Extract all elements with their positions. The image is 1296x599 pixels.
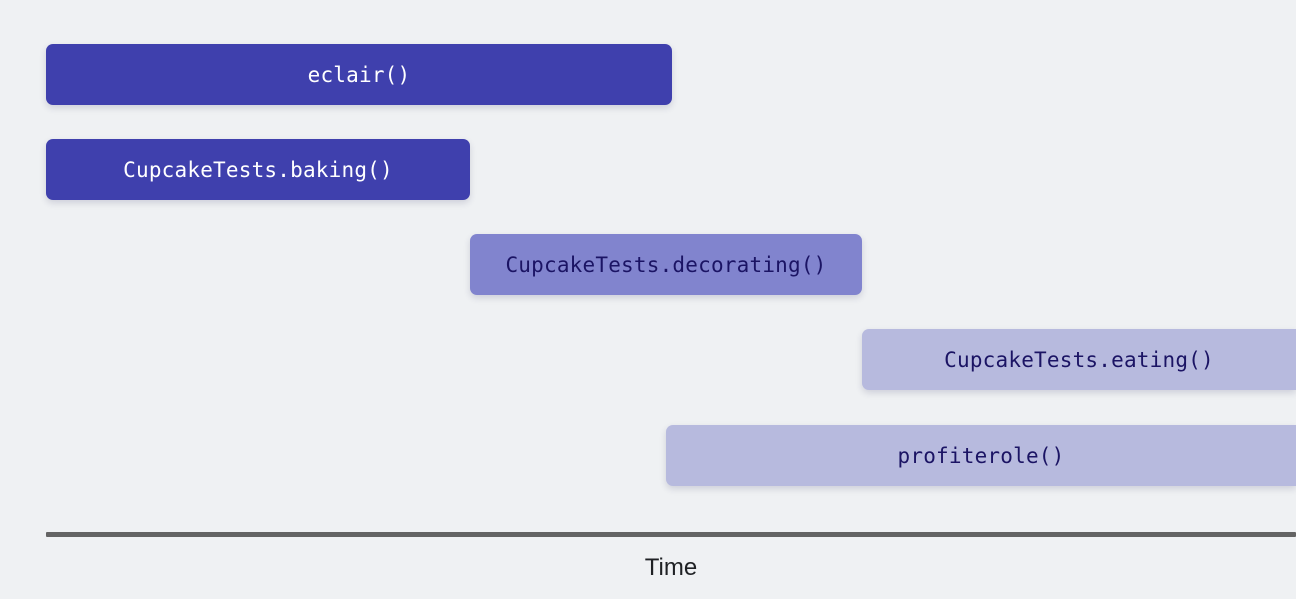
gantt-bar-label: eclair() xyxy=(307,62,411,87)
gantt-bar[interactable]: CupcakeTests.baking() xyxy=(46,139,470,200)
gantt-bar-label: CupcakeTests.eating() xyxy=(944,347,1214,372)
gantt-bar-label: CupcakeTests.decorating() xyxy=(505,252,827,277)
gantt-bar[interactable]: CupcakeTests.decorating() xyxy=(470,234,862,295)
gantt-bar-label: CupcakeTests.baking() xyxy=(123,157,393,182)
gantt-bar[interactable]: profiterole() xyxy=(666,425,1296,486)
gantt-bar-label: profiterole() xyxy=(897,443,1065,468)
gantt-bar[interactable]: eclair() xyxy=(46,44,672,105)
time-axis-line xyxy=(46,532,1296,537)
axis-title-time: Time xyxy=(644,554,698,581)
gantt-bar[interactable]: CupcakeTests.eating() xyxy=(862,329,1296,390)
